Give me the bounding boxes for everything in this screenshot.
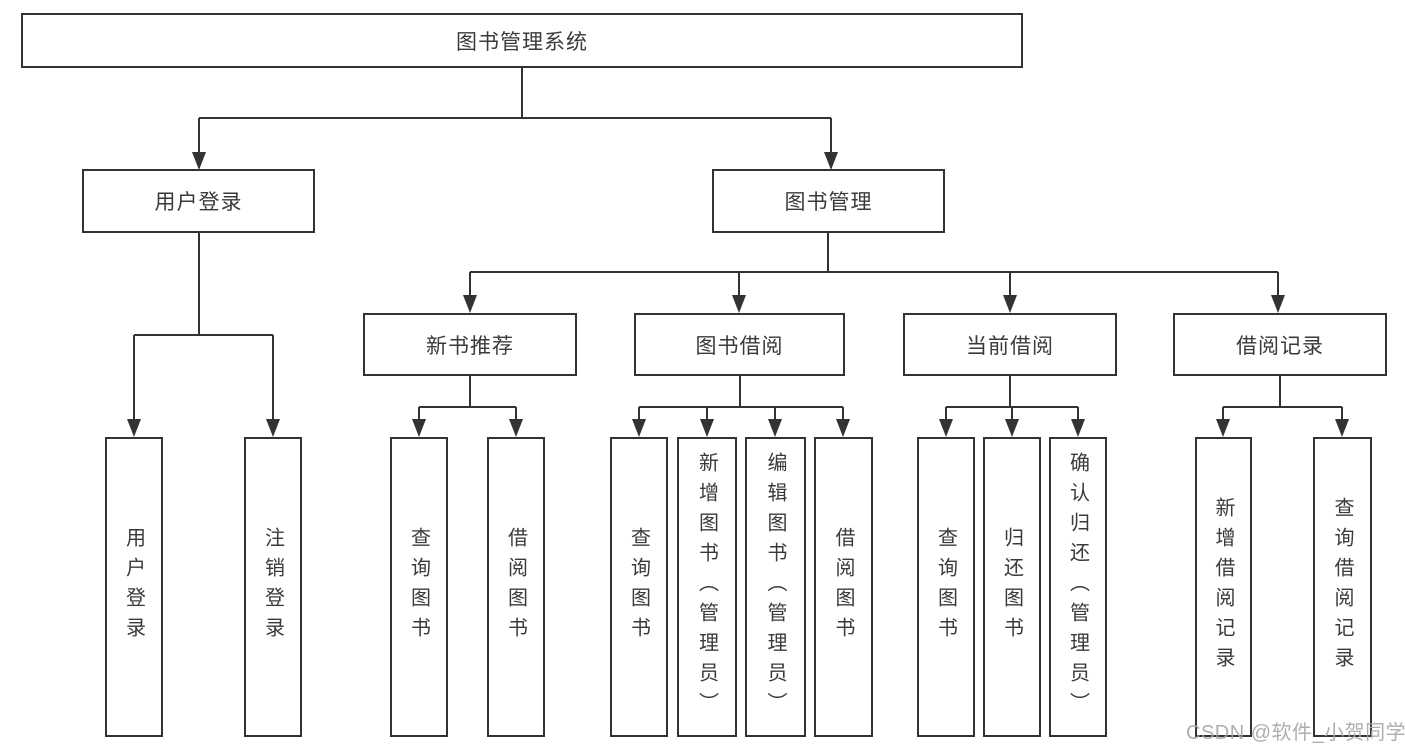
leaf-logout-login: 注销登录 [244,437,302,737]
leaf-query-borrow-record: 查询借阅记录 [1313,437,1372,737]
leaf-return-books: 归还图书 [983,437,1041,737]
leaf-label: 归还图书 [1000,527,1023,647]
leaf-label: 查询图书 [934,527,957,647]
node-user-login: 用户登录 [82,169,315,233]
leaf-edit-books-admin: 编辑图书（管理员） [745,437,806,737]
node-root-book-management-system: 图书管理系统 [21,13,1023,68]
leaf-query-books-borrowing: 查询图书 [610,437,668,737]
leaf-label: 编辑图书（管理员） [764,452,786,722]
leaf-label: 新增图书（管理员） [695,452,718,722]
leaf-label: 查询图书 [407,527,430,647]
node-book-management: 图书管理 [712,169,945,233]
leaf-label: 确认归还（管理员） [1066,452,1089,722]
node-label: 用户登录 [154,191,243,214]
leaf-label: 借阅图书 [504,527,527,647]
leaf-borrow-books-recommend: 借阅图书 [487,437,545,737]
node-book-borrowing: 图书借阅 [634,313,845,376]
node-new-book-recommend: 新书推荐 [363,313,577,376]
leaf-label: 借阅图书 [832,527,854,647]
node-label: 图书借阅 [695,334,784,358]
node-label: 借阅记录 [1236,334,1324,358]
leaf-user-login: 用户登录 [105,437,163,737]
leaf-add-borrow-record: 新增借阅记录 [1195,437,1252,737]
leaf-borrow-books-borrowing: 借阅图书 [814,437,873,737]
leaf-label: 新增借阅记录 [1212,497,1234,677]
leaf-add-books-admin: 新增图书（管理员） [677,437,737,737]
leaf-query-books-current: 查询图书 [917,437,975,737]
leaf-label: 查询借阅记录 [1331,497,1353,677]
node-label: 图书管理 [784,191,873,214]
node-borrowing-records: 借阅记录 [1173,313,1387,376]
leaf-label: 查询图书 [627,527,650,647]
leaf-confirm-return-admin: 确认归还（管理员） [1049,437,1107,737]
leaf-query-books-recommend: 查询图书 [390,437,448,737]
node-label: 当前借阅 [966,334,1054,358]
csdn-watermark: CSDN @软件_小贺同学 [1186,722,1405,744]
node-current-borrowing: 当前借阅 [903,313,1117,376]
leaf-label: 用户登录 [122,527,145,647]
node-label: 图书管理系统 [456,30,588,54]
leaf-label: 注销登录 [261,527,284,647]
node-label: 新书推荐 [426,334,514,358]
